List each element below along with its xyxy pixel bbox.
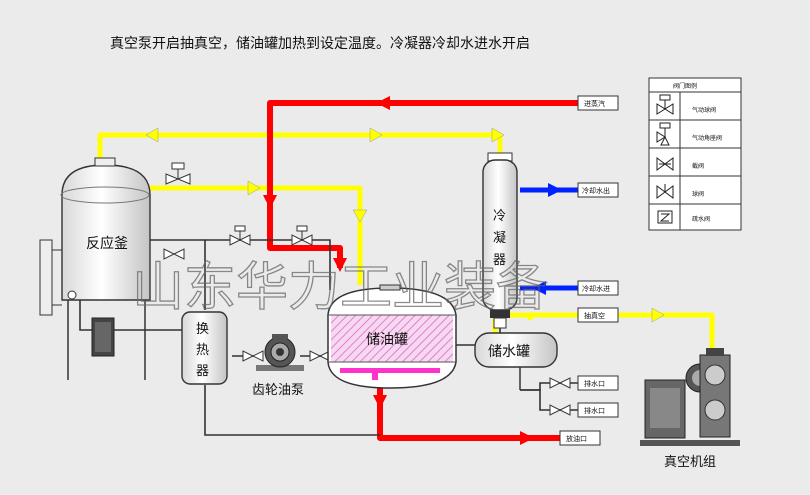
valve-legend: 阀门图例 气动球阀 气动角座阀 截阀 球阀 疏水阀 <box>648 77 742 231</box>
stop-valve-icon <box>656 157 674 171</box>
cooling-water-arrows <box>532 183 562 295</box>
valve-reactor-outlet[interactable] <box>163 248 185 260</box>
legend-label-2: 气动角座阀 <box>692 134 722 142</box>
watermark: 山东华力工业装备 <box>132 258 548 318</box>
steam-trap-icon <box>657 210 673 224</box>
caption: 真空泵开启抽真空，储油罐加热到设定温度。冷凝器冷却水进水开启 <box>110 36 530 52</box>
vacuum-unit: 真空机组 <box>640 348 740 470</box>
condenser-char-3: 器 <box>493 253 506 268</box>
svg-text:冷却水进: 冷却水进 <box>582 284 610 293</box>
valve-drain-2[interactable] <box>549 404 571 416</box>
pneumatic-angle-valve-icon <box>656 122 671 146</box>
steam-arrows <box>263 96 534 445</box>
port-drain-2: 排水口 <box>577 402 619 418</box>
port-cooling-water-out: 冷却水出 <box>577 182 619 198</box>
port-labels: 进蒸汽 冷却水出 冷却水进 抽真空 排水口 排水口 放油口 <box>559 95 619 446</box>
condenser-char-1: 冷 <box>493 209 506 224</box>
valve-line-4[interactable] <box>309 350 331 362</box>
port-drain-1: 排水口 <box>577 375 619 391</box>
oil-tank: 储油罐 <box>327 284 457 389</box>
legend-label-5: 疏水阀 <box>692 215 710 223</box>
valve-line-2[interactable] <box>291 225 313 246</box>
heat-exchanger-char-2: 热 <box>196 343 209 358</box>
reactor-top-valve[interactable] <box>165 162 191 185</box>
steam-pipes <box>267 100 578 441</box>
legend-label-4: 球阀 <box>692 190 704 198</box>
svg-text:放油口: 放油口 <box>566 434 587 443</box>
svg-text:冷却水出: 冷却水出 <box>582 186 610 195</box>
gear-pump: 齿轮油泵 <box>252 334 304 398</box>
water-tank-label: 储水罐 <box>488 344 530 360</box>
valve-drain-1[interactable] <box>549 377 571 389</box>
svg-text:抽真空: 抽真空 <box>584 311 605 320</box>
vacuum-arrows <box>145 127 665 323</box>
condenser-char-2: 凝 <box>493 230 506 246</box>
svg-text:排水口: 排水口 <box>584 406 605 415</box>
water-tank: 储水罐 <box>474 332 558 390</box>
port-vacuum: 抽真空 <box>577 307 619 323</box>
condenser: 冷 凝 器 <box>482 152 518 329</box>
legend-label-3: 截阀 <box>692 162 704 170</box>
heat-exchanger: 换 热 器 <box>181 311 228 385</box>
svg-text:排水口: 排水口 <box>584 379 605 388</box>
heat-exchanger-char-3: 器 <box>196 364 209 379</box>
svg-text:进蒸汽: 进蒸汽 <box>584 99 605 108</box>
valve-line-1[interactable] <box>229 225 251 246</box>
port-oil-drain: 放油口 <box>559 430 601 446</box>
pneumatic-ball-valve-icon <box>656 94 674 115</box>
valve-line-3[interactable] <box>242 350 264 362</box>
ball-valve-icon <box>656 184 674 199</box>
reactor: 反应釜 <box>39 157 151 380</box>
legend-title: 阀门图例 <box>673 82 697 90</box>
gear-pump-label: 齿轮油泵 <box>252 383 304 398</box>
port-steam-in: 进蒸汽 <box>577 95 619 111</box>
heat-exchanger-char-1: 换 <box>196 322 209 337</box>
port-cooling-water-in: 冷却水进 <box>577 280 619 296</box>
reactor-label: 反应釜 <box>86 235 128 252</box>
vacuum-unit-label: 真空机组 <box>664 455 716 470</box>
oil-tank-label: 储油罐 <box>366 332 408 348</box>
legend-label-1: 气动球阀 <box>692 106 716 114</box>
